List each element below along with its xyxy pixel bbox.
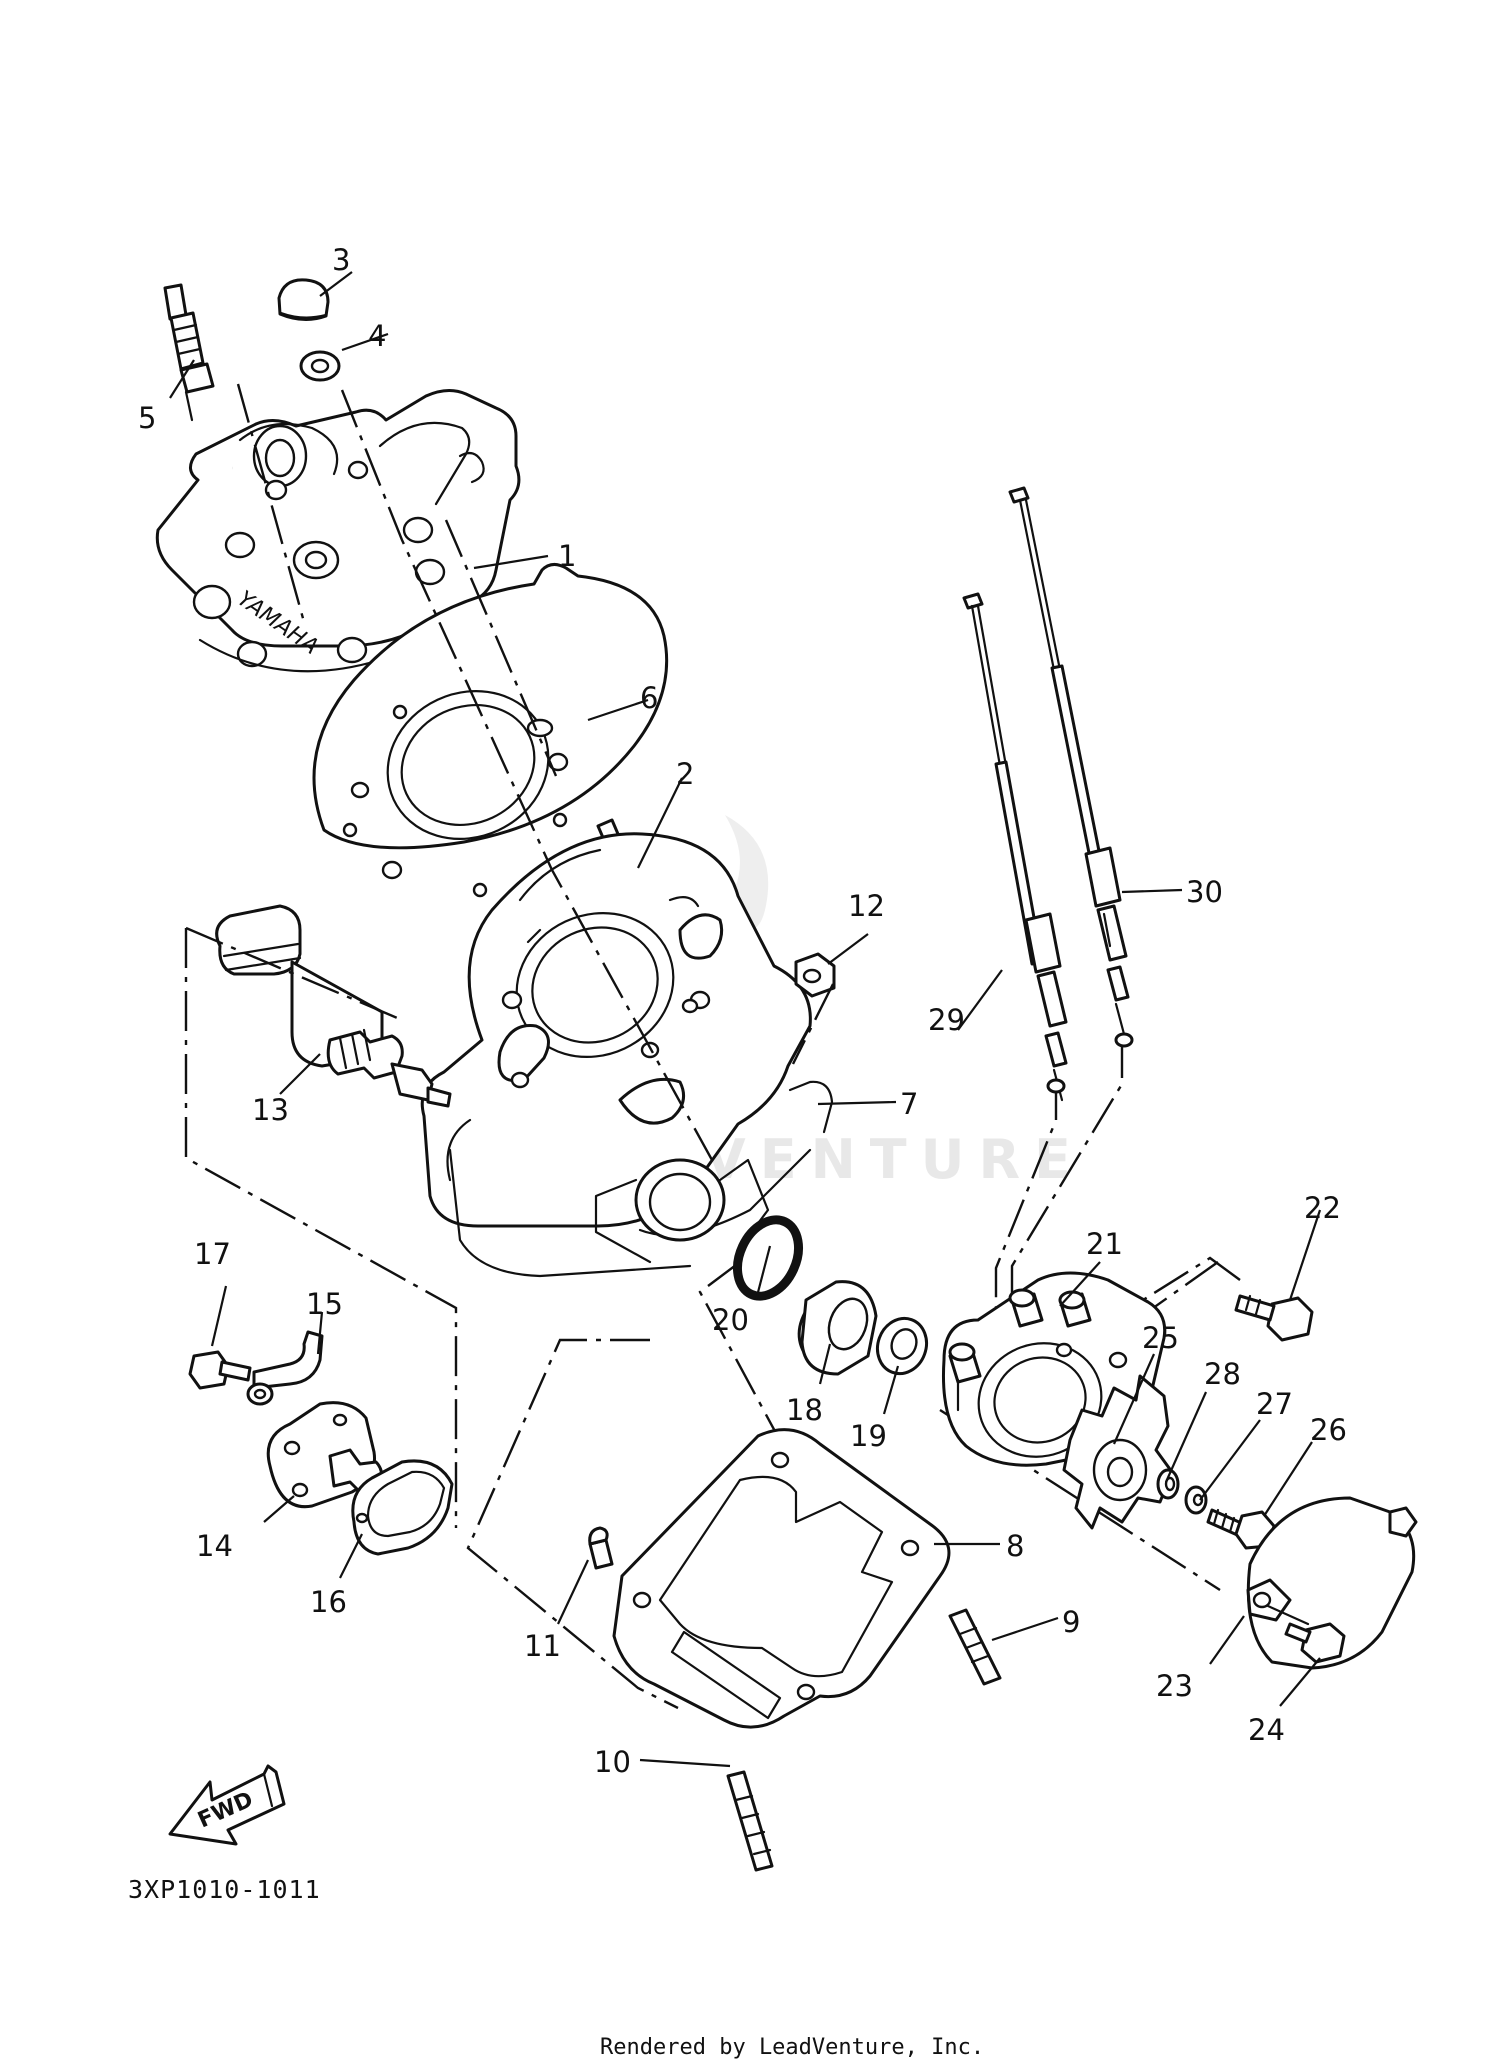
bolt-23 [1266, 1604, 1310, 1626]
power-valve [215, 904, 452, 1108]
callout-1: 1 [558, 539, 576, 573]
part-code: 3XP1010-1011 [128, 1875, 321, 1904]
callout-7: 7 [900, 1087, 918, 1121]
bolt-24 [1284, 1622, 1346, 1664]
oil-seal [797, 1280, 878, 1376]
callout-29: 29 [928, 1003, 965, 1037]
bracket-15 [252, 1330, 324, 1390]
callout-10: 10 [594, 1745, 631, 1779]
dowel-11 [588, 1526, 614, 1570]
cap-nut [277, 278, 330, 321]
leader-lines [169, 271, 1322, 1768]
callout-18: 18 [786, 1393, 823, 1427]
callout-12: 12 [848, 889, 885, 923]
nut-12 [794, 952, 836, 998]
bolt-22 [1234, 1294, 1314, 1342]
cylinder-head: YAMAHA [155, 389, 521, 673]
cable-30 [1008, 486, 1134, 1048]
head-gasket [312, 563, 669, 898]
callout-15: 15 [306, 1287, 343, 1321]
bolt-17 [188, 1350, 252, 1390]
gasket-16 [351, 1459, 454, 1556]
callout-17: 17 [194, 1237, 231, 1271]
stud-10 [726, 1770, 774, 1872]
callout-28: 28 [1204, 1357, 1241, 1391]
washer-15b [246, 1382, 274, 1406]
callout-23: 23 [1156, 1669, 1193, 1703]
stud-9 [948, 1608, 1002, 1686]
callout-13: 13 [252, 1093, 289, 1127]
fwd-arrow: FWD [168, 1764, 286, 1846]
callout-11: 11 [524, 1629, 561, 1663]
washer-27 [1184, 1485, 1208, 1515]
callout-21: 21 [1086, 1227, 1123, 1261]
cable-29 [962, 592, 1068, 1102]
callout-27: 27 [1256, 1387, 1293, 1421]
callout-14: 14 [196, 1529, 233, 1563]
base-gasket [612, 1428, 951, 1729]
callout-19: 19 [850, 1419, 887, 1453]
callout-25: 25 [1142, 1321, 1179, 1355]
callout-5: 5 [138, 401, 156, 435]
washer-top [299, 350, 341, 382]
cylinder [420, 832, 834, 1278]
callout-6: 6 [640, 681, 658, 715]
callout-24: 24 [1248, 1713, 1285, 1747]
impeller [1062, 1374, 1174, 1530]
callout-9: 9 [1062, 1605, 1080, 1639]
washer-28 [1156, 1468, 1180, 1500]
callout-26: 26 [1310, 1413, 1347, 1447]
callout-3: 3 [332, 243, 350, 277]
spark-plug [163, 283, 215, 422]
callout-4: 4 [368, 319, 386, 353]
callout-labels: 3 4 5 1 6 2 12 7 13 30 29 22 21 25 28 27… [138, 243, 1347, 1779]
bearing [875, 1316, 929, 1376]
footer-credit: Rendered by LeadVenture, Inc. [600, 2035, 984, 2060]
callout-2: 2 [676, 757, 694, 791]
callout-8: 8 [1006, 1529, 1024, 1563]
callout-16: 16 [310, 1585, 347, 1619]
callout-20: 20 [712, 1303, 749, 1337]
callout-30: 30 [1186, 875, 1223, 909]
callout-22: 22 [1304, 1191, 1341, 1225]
